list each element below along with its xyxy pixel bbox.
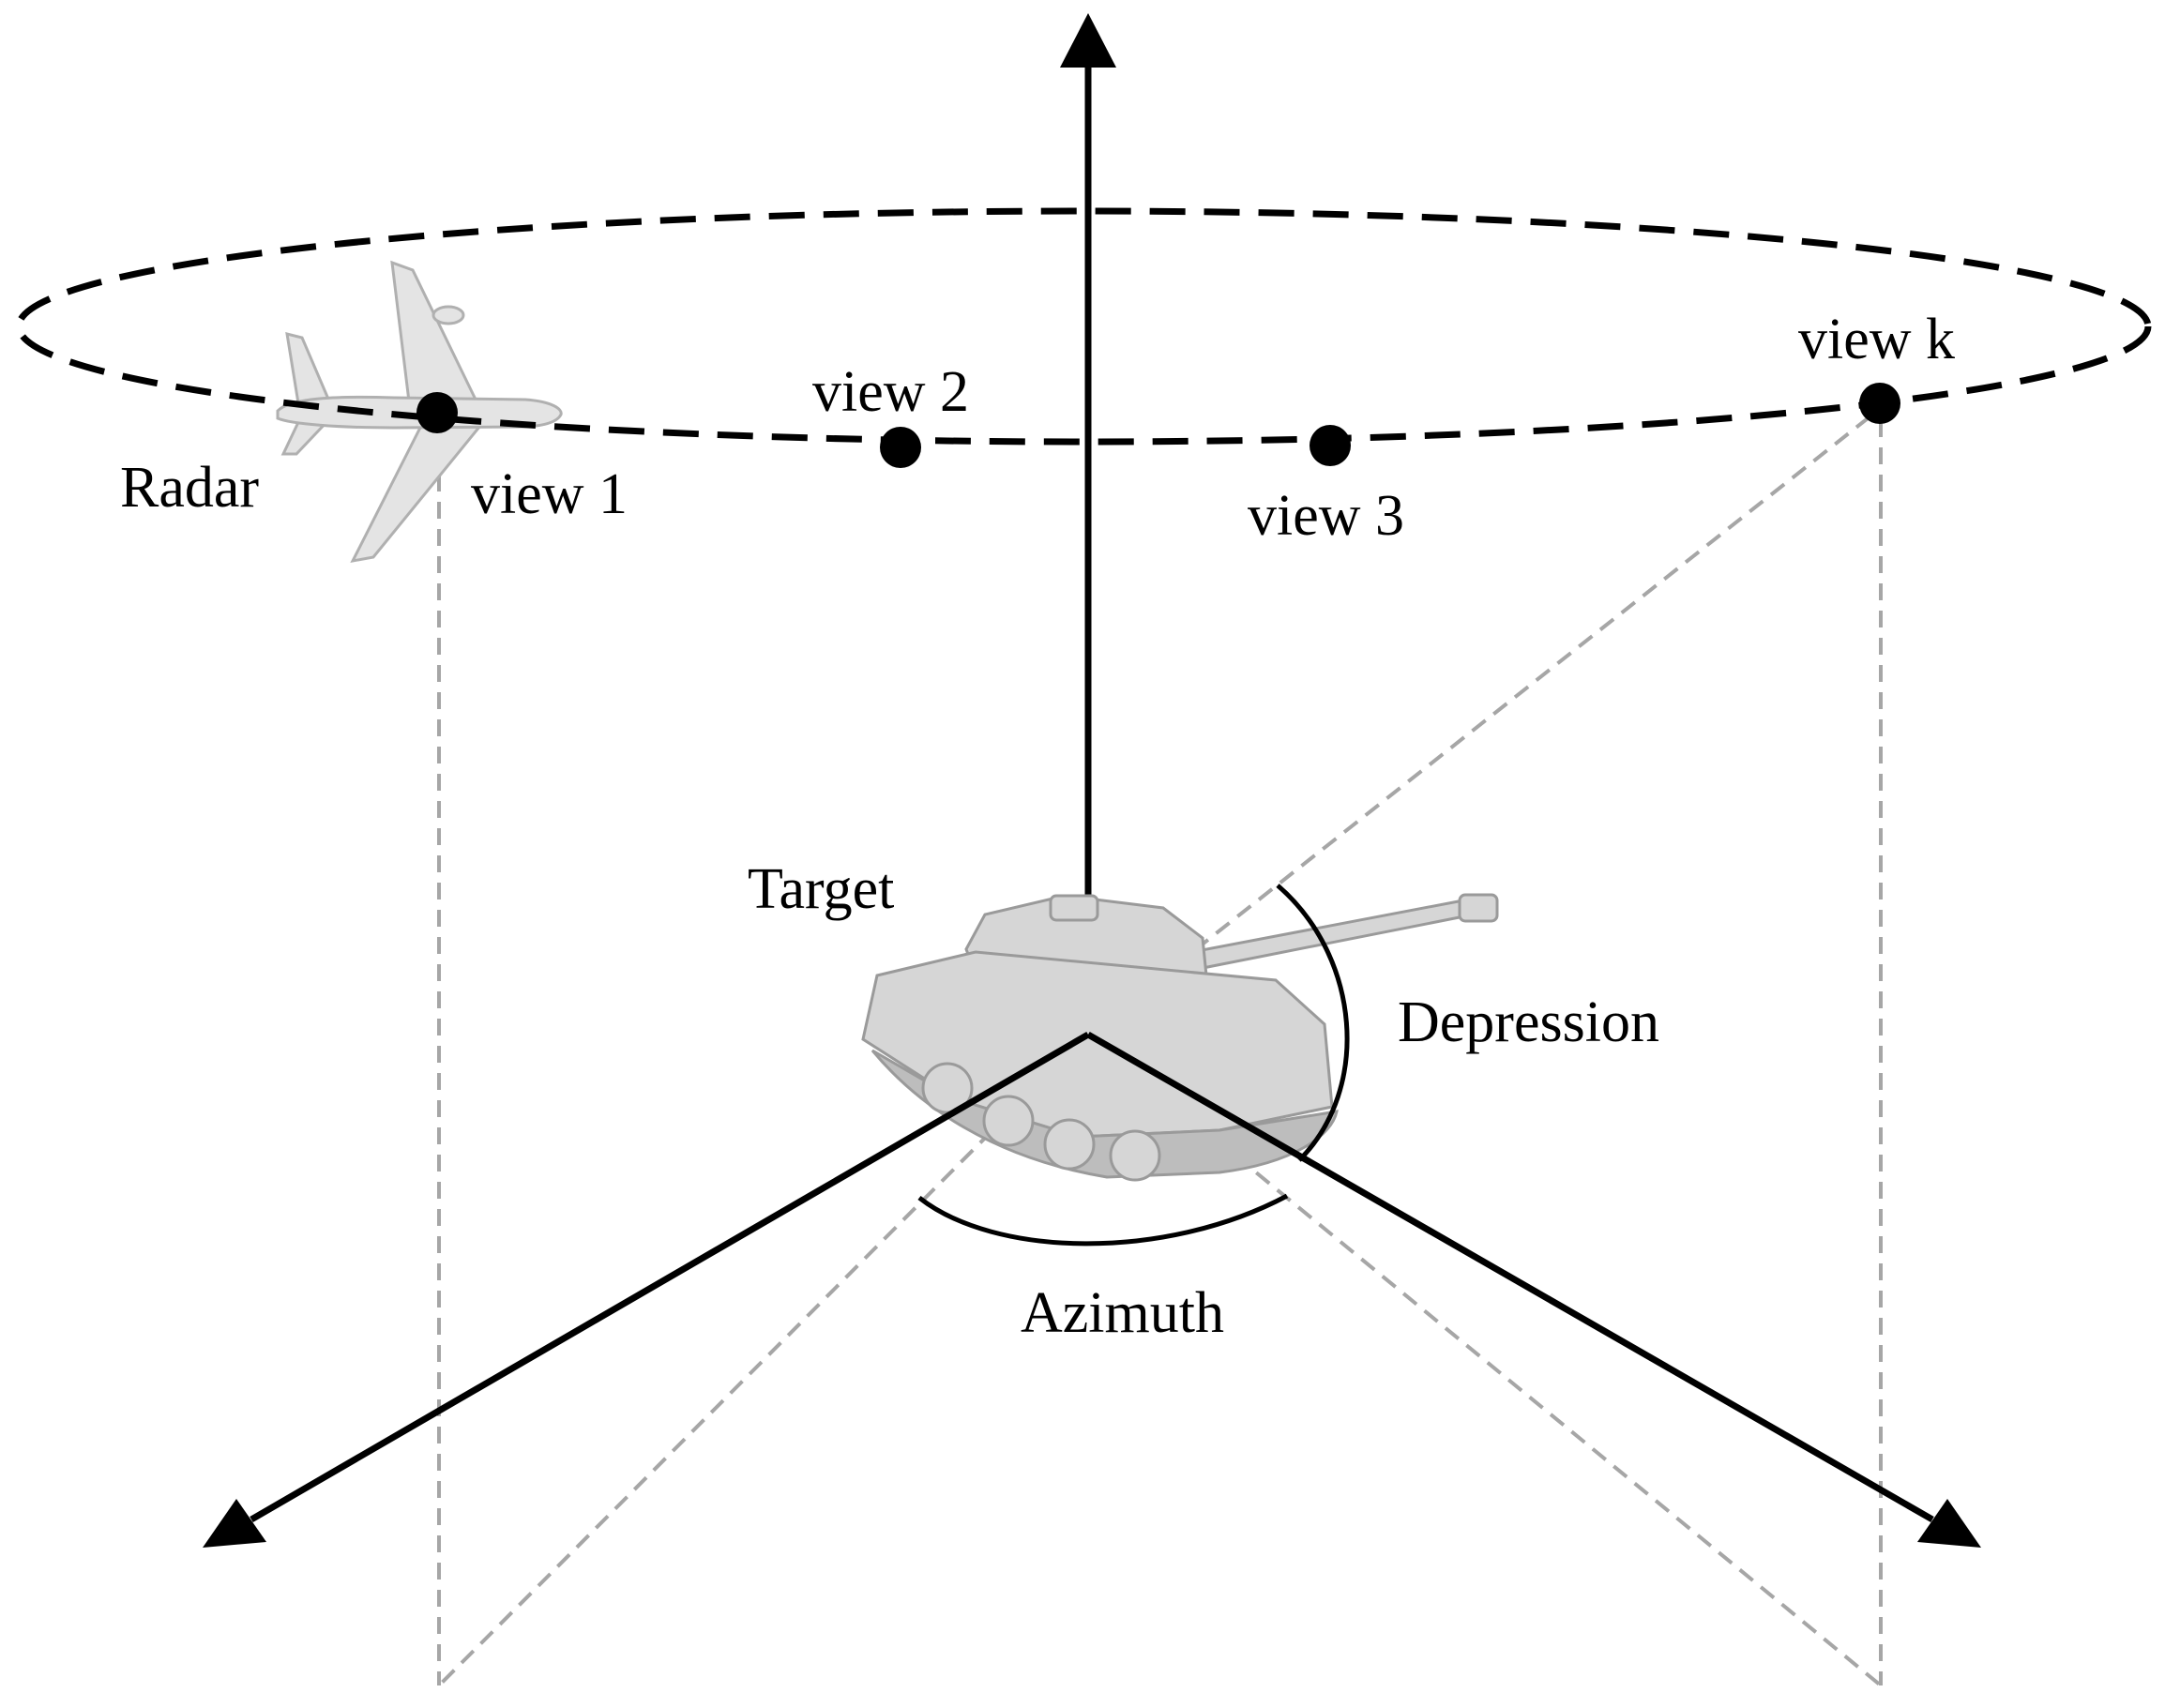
view3-label: view 3: [1248, 484, 1404, 548]
viewk-point: [1859, 383, 1900, 424]
view1-label: view 1: [471, 462, 628, 526]
left-axis-line: [250, 1031, 1090, 1523]
left-horizontal-axis: [203, 1031, 1090, 1548]
view3-point: [1310, 425, 1351, 466]
airplane-lower-wing: [350, 418, 483, 564]
tank-road-wheel: [982, 1095, 1035, 1147]
left-axis-arrowhead: [203, 1499, 266, 1548]
radar-orbit: [15, 207, 2152, 446]
vertical-axis: [1060, 13, 1116, 1035]
airplane-engine: [431, 305, 465, 325]
view2-point: [880, 427, 921, 468]
tank-gun-barrel: [1174, 899, 1472, 974]
azimuth-label: Azimuth: [1021, 1281, 1224, 1345]
vertical-axis-arrowhead: [1060, 13, 1116, 68]
radar-label: Radar: [120, 456, 259, 520]
target-label: Target: [748, 857, 894, 921]
tank-muzzle-brake: [1458, 893, 1499, 923]
target-to-viewk-line-of-sight: [1086, 406, 1883, 1036]
target-to-view1-ground-projection: [437, 1033, 1090, 1687]
azimuth-angle-arc: [917, 1193, 1289, 1247]
tank-hull: [861, 950, 1334, 1139]
right-horizontal-axis: [1086, 1031, 1981, 1548]
airplane-upper-wing: [390, 260, 479, 403]
view2-label: view 2: [812, 360, 969, 424]
view-points: [416, 383, 1900, 468]
airplane-tail-upper: [285, 331, 333, 405]
depression-label: Depression: [1398, 990, 1659, 1054]
labels: Radar view 1 view 2 view 3 view k Target…: [120, 308, 1955, 1345]
right-axis-line: [1086, 1031, 1934, 1523]
tank-road-wheel: [1109, 1129, 1161, 1182]
tank-road-wheel: [1043, 1118, 1096, 1171]
tank-cupola: [1049, 894, 1099, 922]
tank-icon: [861, 893, 1499, 1182]
viewk-label: view k: [1798, 308, 1955, 371]
depression-angle-arc: [1276, 884, 1350, 1162]
right-axis-arrowhead: [1917, 1499, 1981, 1548]
view1-point: [416, 392, 458, 433]
